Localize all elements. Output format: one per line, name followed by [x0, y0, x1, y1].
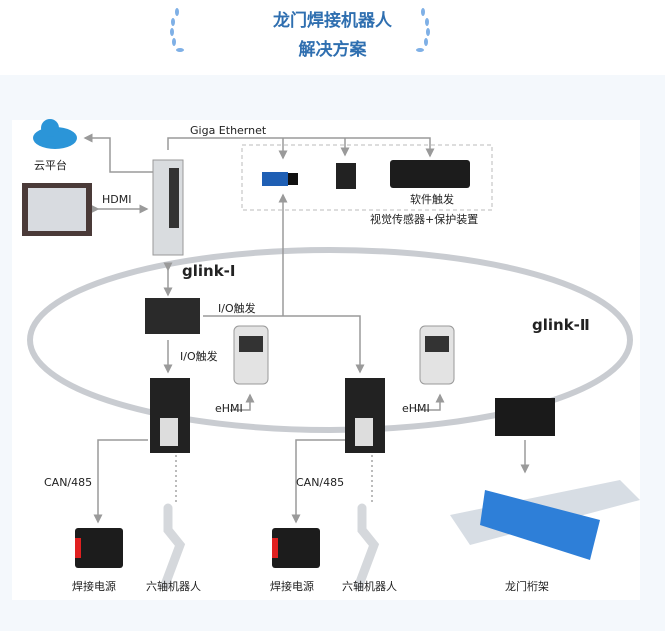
laurel-icons	[170, 8, 430, 52]
teach-pendant-2	[419, 325, 455, 385]
six-axis-robot-1	[160, 503, 186, 590]
laurel-right-icon	[416, 8, 430, 52]
connection-lines	[83, 133, 530, 524]
gantry-frame	[450, 480, 640, 560]
io-trigger-label-1: I/O触发	[218, 301, 256, 315]
can485-label-2: CAN/485	[296, 476, 344, 489]
dotted-links	[175, 455, 373, 505]
page-title: 龙门焊接机器人	[273, 11, 392, 31]
sensor-icon	[336, 163, 356, 189]
can485-label-1: CAN/485	[44, 476, 92, 489]
ehmi-label-2: eHMI	[402, 402, 430, 415]
servo-drive-1	[150, 378, 190, 453]
software-trigger-label: 软件触发	[410, 192, 454, 206]
controller-ipc	[152, 159, 184, 256]
teach-pendant-1	[233, 325, 269, 385]
servo-drive-2	[345, 378, 385, 453]
vision-group-box	[241, 144, 493, 211]
welding-power-label-2: 焊接电源	[270, 579, 314, 593]
glink-ring	[27, 247, 633, 433]
hdmi-label: HDMI	[102, 193, 131, 206]
six-axis-robot-label-1: 六轴机器人	[146, 579, 201, 593]
vision-sensor-label: 视觉传感器+保护装置	[370, 212, 478, 226]
io-module	[145, 298, 200, 334]
glink2-label: glink-Ⅱ	[532, 316, 590, 334]
welding-power-1	[75, 528, 123, 568]
ehmi-label-1: eHMI	[215, 402, 243, 415]
page-subtitle: 解决方案	[298, 40, 367, 60]
giga-ethernet-label: Giga Ethernet	[190, 124, 267, 137]
header-area: 龙门焊接机器人 解决方案	[0, 0, 665, 75]
welding-power-label-1: 焊接电源	[72, 579, 116, 593]
io-trigger-label-2: I/O触发	[180, 349, 218, 363]
cloud-icon	[33, 119, 77, 149]
laurel-left-icon	[170, 8, 184, 52]
touchscreen-display	[22, 183, 92, 236]
glink2-hub	[495, 398, 555, 436]
glink1-label: glink-Ⅰ	[182, 262, 235, 280]
welding-power-2	[272, 528, 320, 568]
gantry-label: 龙门桁架	[505, 579, 549, 593]
six-axis-robot-label-2: 六轴机器人	[342, 579, 397, 593]
protection-device	[390, 160, 470, 188]
cloud-platform-label: 云平台	[34, 158, 67, 172]
six-axis-robot-2	[354, 503, 380, 590]
camera-icon	[262, 172, 298, 186]
